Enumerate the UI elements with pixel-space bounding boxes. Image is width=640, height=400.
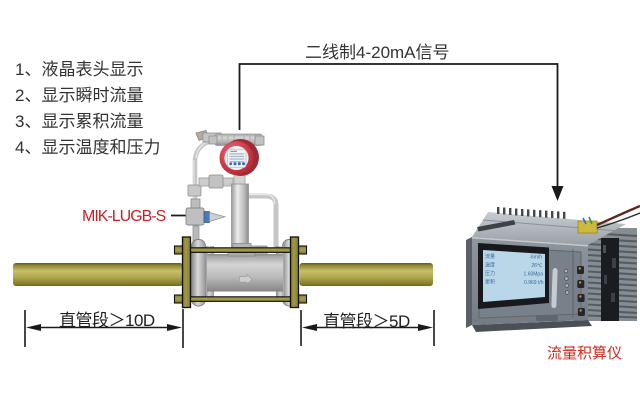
svg-text:温度: 温度 xyxy=(485,262,495,269)
svg-text:流量: 流量 xyxy=(485,253,495,260)
svg-text:1.60Mpa: 1.60Mpa xyxy=(524,272,544,278)
svg-text:累积: 累积 xyxy=(485,279,495,286)
svg-text:压力: 压力 xyxy=(485,270,495,277)
svg-text:26℃: 26℃ xyxy=(531,263,543,269)
svg-text:0.969 t/h: 0.969 t/h xyxy=(524,280,544,286)
svg-text:-6m/h: -6m/h xyxy=(529,255,542,261)
